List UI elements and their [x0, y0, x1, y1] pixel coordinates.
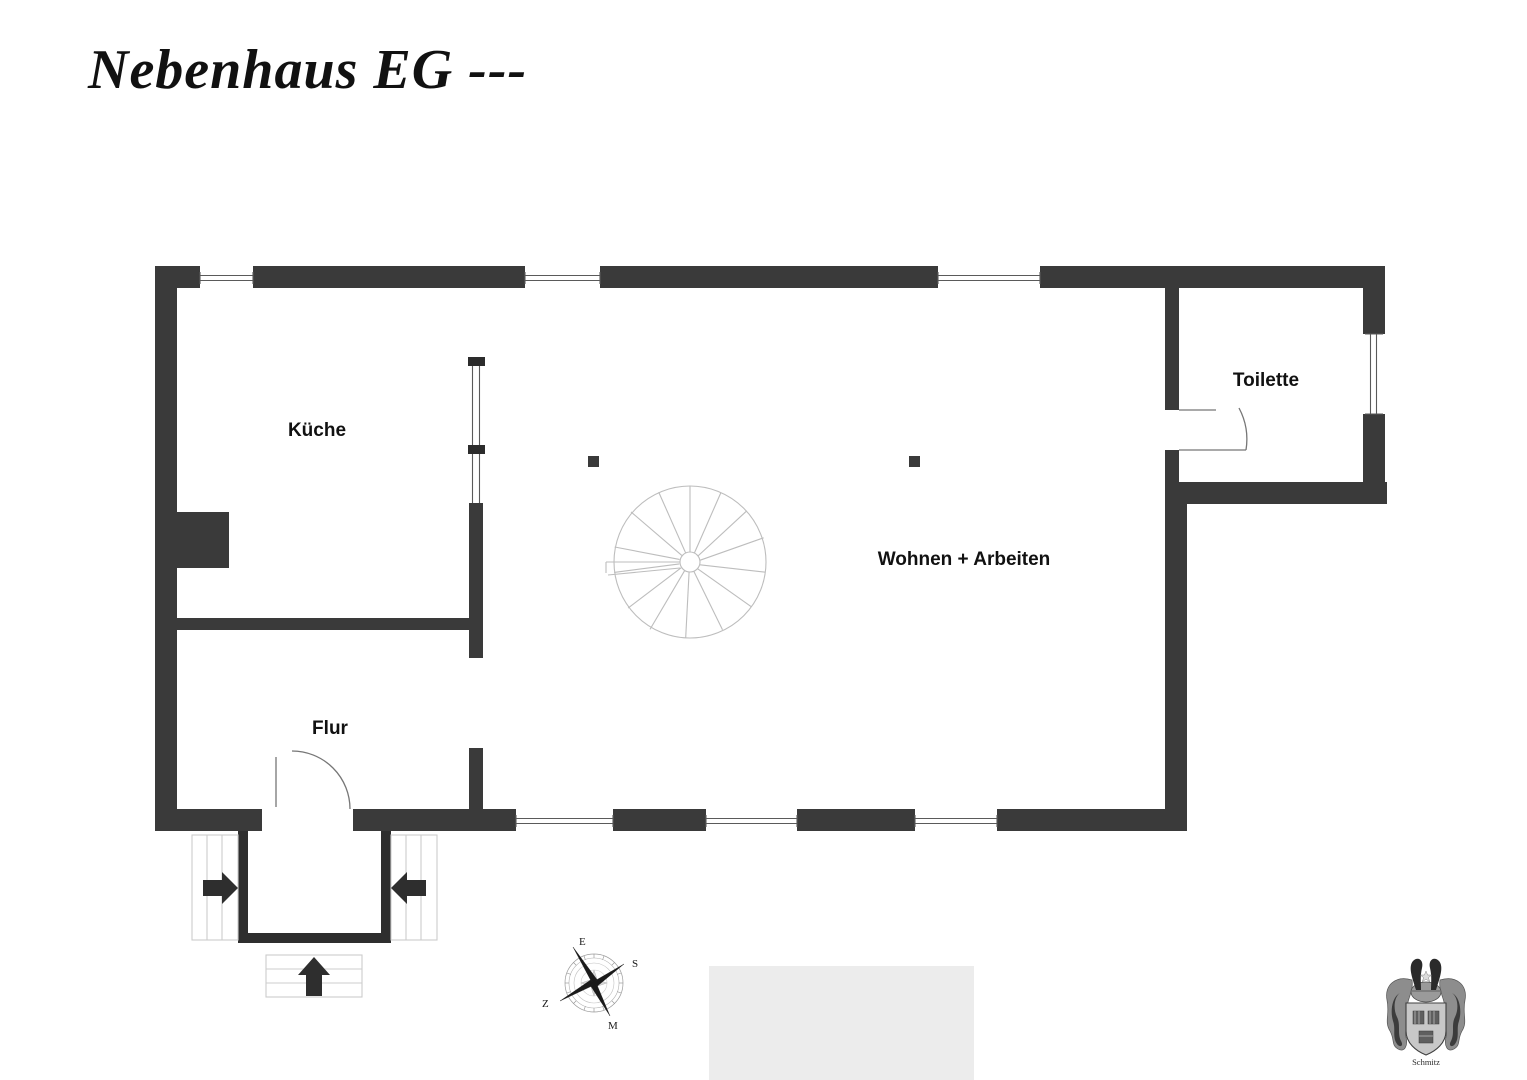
compass-label-top: E: [579, 936, 586, 948]
vestibule-wall-bottom: [238, 933, 391, 943]
door-flur-entrance: [291, 750, 351, 810]
room-label-wohnen-arbeiten: Wohnen + Arbeiten: [877, 549, 1051, 570]
shield-charges: [1412, 1010, 1440, 1044]
compass-label-left: Z: [542, 998, 549, 1010]
wall-interior-kueche-vertical-lower: [469, 503, 483, 658]
interior-walls: [167, 288, 1179, 820]
window-top-3: [937, 272, 1041, 284]
window-bottom-3: [914, 815, 998, 827]
shield: [1405, 1002, 1447, 1056]
room-label-kueche: Küche: [287, 420, 347, 441]
window-top-2: [524, 272, 601, 284]
column-post-right: [909, 456, 920, 467]
window-top-1: [199, 272, 254, 284]
wall-bottom-segment-1: [353, 809, 516, 831]
chimney-block: [167, 512, 229, 568]
coat-of-arms-caption: Schmitz: [1412, 1057, 1440, 1067]
legend-placeholder: [709, 966, 974, 1080]
wall-toilette-vertical: [1165, 288, 1179, 410]
entrance-vestibule: [191, 831, 438, 998]
coat-of-arms: Schmitz: [1386, 958, 1466, 1067]
window-interior-kueche-partition: [470, 360, 482, 503]
vestibule-wall-right: [381, 831, 391, 943]
wall-right-exterior-upper: [1363, 266, 1385, 334]
wall-interior-flur-stub: [469, 748, 483, 820]
wall-bottom-segment-4: [997, 809, 1187, 831]
room-label-flur: Flur: [312, 718, 348, 739]
window-bottom-2: [705, 815, 798, 827]
wall-top-segment-3: [600, 266, 938, 288]
door-toilette: [1179, 407, 1248, 451]
crest-horns: [1410, 958, 1442, 990]
page-title: Nebenhaus EG ---: [88, 39, 528, 101]
room-label-toilette: Toilette: [1232, 370, 1300, 391]
compass-label-right: S: [632, 958, 638, 970]
stair-landing-edge: [605, 561, 681, 576]
wall-bottom-segment-3: [797, 809, 915, 831]
wall-right-main-block: [1165, 482, 1187, 831]
stair-treads: [614, 486, 766, 638]
window-bottom-1: [515, 815, 614, 827]
wall-right-exterior-lower: [1363, 414, 1385, 504]
column-post-left: [588, 456, 599, 467]
wall-top-segment-2: [253, 266, 525, 288]
entrance-arrow-right: [391, 872, 426, 904]
wall-toilette-vertical-lower: [1165, 450, 1179, 490]
partition-frame-nibs: [468, 357, 485, 454]
entrance-arrow-bottom: [298, 957, 330, 996]
exterior-walls: [155, 266, 1387, 831]
window-toilette-right: [1365, 333, 1383, 415]
wall-left-exterior: [155, 266, 177, 831]
wall-bottom-segment-2: [613, 809, 706, 831]
wall-interior-flur-horizontal: [167, 618, 475, 630]
columns: [588, 456, 920, 467]
vestibule-wall-left: [238, 831, 248, 943]
doors: [275, 407, 1248, 810]
spiral-staircase: [605, 485, 767, 639]
crest-star: [1419, 970, 1433, 983]
windows: [199, 272, 1383, 827]
compass-label-bottom: M: [608, 1020, 618, 1032]
stair-newel: [679, 551, 701, 573]
wall-l-notch-horizontal: [1165, 482, 1387, 504]
entrance-arrow-left: [203, 872, 238, 904]
compass-rose: E S Z M: [542, 936, 638, 1032]
wall-top-segment-4: [1040, 266, 1385, 288]
wall-bottom-left: [155, 809, 262, 831]
